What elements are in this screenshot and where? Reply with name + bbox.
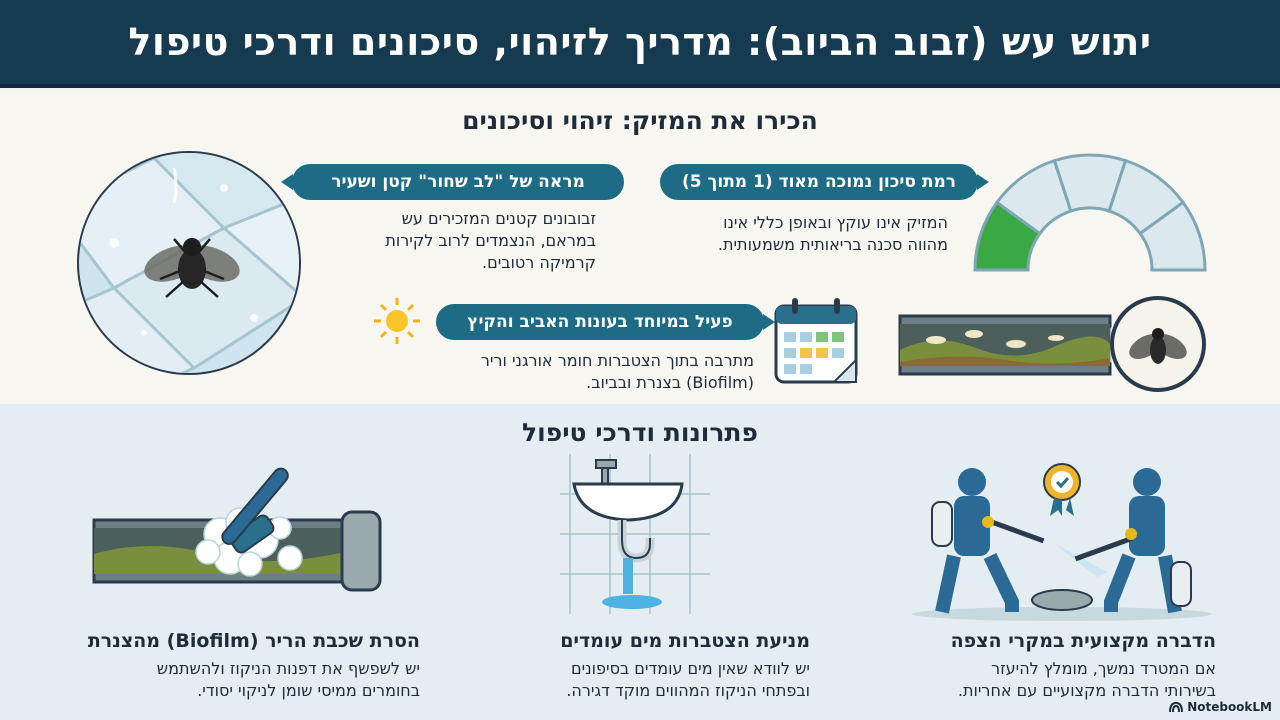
risk-description: המזיק אינו עוקץ ובאופן כללי אינו מהווה ס… xyxy=(660,212,948,256)
risk-gauge-icon xyxy=(973,153,1207,272)
solution-title-3: הסרת שכבת הריר (Biofilm) מהצנרת xyxy=(87,630,420,652)
risk-line-2: מהווה סכנה בריאותית משמעותית. xyxy=(717,235,948,254)
pill-arrow-icon xyxy=(281,174,293,190)
brand-watermark: NotebookLM xyxy=(1169,700,1272,714)
appearance-label: מראה של "לב שחור" קטן ושעיר xyxy=(281,164,624,200)
season-text: פעיל במיוחד בעונות האביב והקיץ xyxy=(467,312,733,332)
appearance-description: זבובונים קטנים המזכירים עש במראם, הנצמדי… xyxy=(330,208,596,274)
calendar-icon xyxy=(774,298,858,384)
solution-description-3: יש לשפשף את דפנות הניקוז ולהשתמש בחומרים… xyxy=(60,658,420,702)
exterminators-icon xyxy=(912,463,1212,621)
sun-icon xyxy=(374,298,420,344)
pill-arrow-icon xyxy=(763,314,775,330)
appearance-line-3: קרמיקה רטובים. xyxy=(481,253,596,272)
fly-on-tiles-icon xyxy=(77,151,301,375)
solution-description-2: יש לוודא שאין מים עומדים בסיפונים ובפתחי… xyxy=(496,658,810,702)
pill-arrow-icon xyxy=(977,174,989,190)
season-line-1: מתרבה בתוך הצטברות חומר אורגני וריר xyxy=(480,351,754,370)
header-banner: יתוש עש (זבוב הביוב): מדריך לזיהוי, סיכו… xyxy=(0,0,1280,88)
page-title: יתוש עש (זבוב הביוב): מדריך לזיהוי, סיכו… xyxy=(128,20,1152,64)
solutions-title: פתרונות ודרכי טיפול xyxy=(522,418,758,447)
solution-description-1: אם המטרד נמשך, מומלץ להיעזר בשירותי הדבר… xyxy=(896,658,1216,702)
pipe-larvae-icon xyxy=(898,296,1206,392)
solution-title-2: מניעת הצטברות מים עומדים xyxy=(560,630,810,652)
solution-3-line-1: יש לשפשף את דפנות הניקוז ולהשתמש xyxy=(156,659,420,678)
season-line-2: (Biofilm) בצנרת ובביוב. xyxy=(586,373,754,392)
solution-2-line-1: יש לוודא שאין מים עומדים בסיפונים xyxy=(571,659,810,678)
risk-level-text: רמת סיכון נמוכה מאוד (1 מתוך 5) xyxy=(682,172,956,192)
risk-line-1: המזיק אינו עוקץ ובאופן כללי אינו xyxy=(723,213,948,232)
season-label: פעיל במיוחד בעונות האביב והקיץ xyxy=(436,304,775,340)
risk-gauge-segments xyxy=(973,153,1207,272)
solution-1-line-2: בשירותי הדברה מקצועיים עם אחריות. xyxy=(957,681,1216,700)
solution-1-line-1: אם המטרד נמשך, מומלץ להיעזר xyxy=(991,659,1216,678)
appearance-text: מראה של "לב שחור" קטן ושעיר xyxy=(331,172,585,192)
brand-name: NotebookLM xyxy=(1187,700,1272,714)
risk-level-label: רמת סיכון נמוכה מאוד (1 מתוך 5) xyxy=(660,164,989,200)
notebooklm-logo-icon xyxy=(1169,701,1184,713)
identification-title: הכירו את המזיק: זיהוי וסיכונים xyxy=(462,106,818,135)
solution-3-line-2: בחומרים ממיסי שומן לניקוי יסודי. xyxy=(197,681,420,700)
appearance-line-1: זבובונים קטנים המזכירים עש xyxy=(401,209,596,228)
solutions-section: פתרונות ודרכי טיפול xyxy=(0,404,1280,720)
identification-section: הכירו את המזיק: זיהוי וסיכונים רמת סיכון… xyxy=(0,92,1280,404)
solution-2-line-2: ובפתחי הניקוז המהווים מוקד דגירה. xyxy=(566,681,810,700)
appearance-line-2: במראם, הנצמדים לרוב לקירות xyxy=(385,231,596,250)
pipe-brush-icon xyxy=(92,467,382,592)
season-description: מתרבה בתוך הצטברות חומר אורגני וריר (Bio… xyxy=(436,350,754,394)
solution-title-1: הדברה מקצועית במקרי הצפה xyxy=(950,630,1216,652)
sink-drain-icon xyxy=(560,454,710,614)
gauge-segment xyxy=(1138,200,1207,272)
